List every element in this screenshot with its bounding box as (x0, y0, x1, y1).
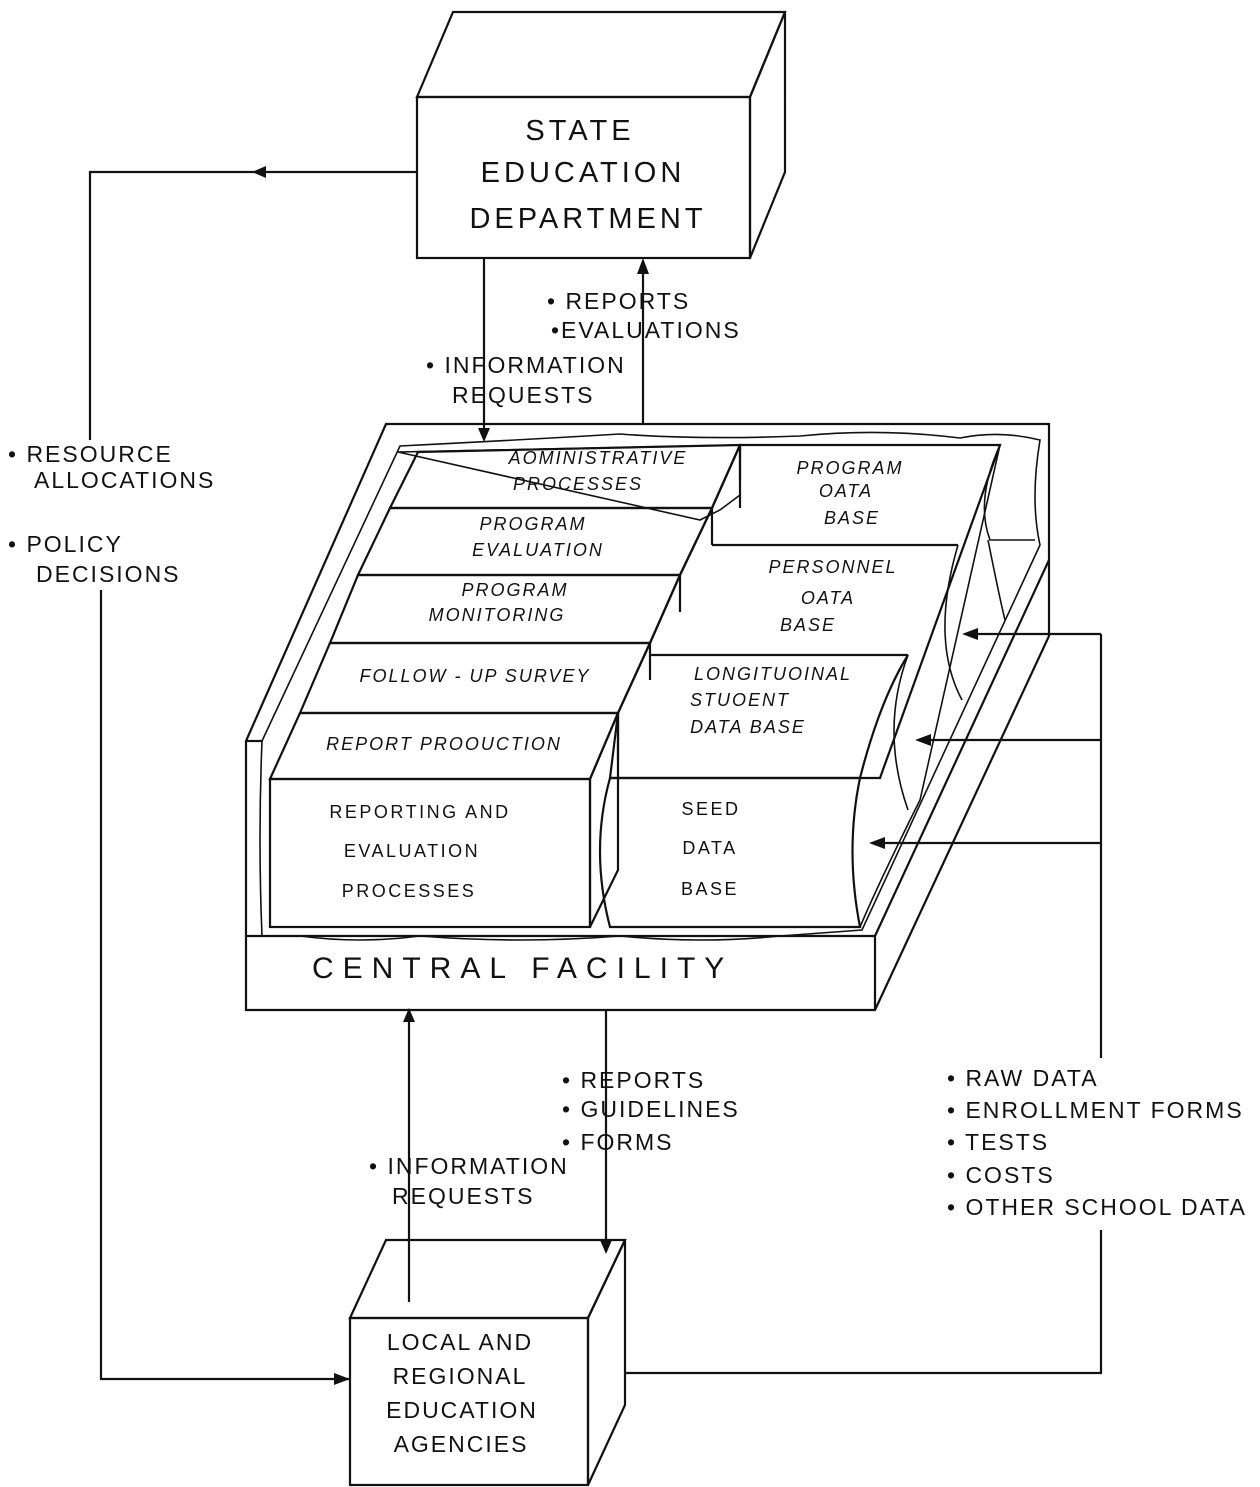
program-data-base-line-2: OATA (819, 481, 873, 501)
label-state-reports-2: •EVALUATIONS (551, 317, 741, 343)
module-report-production: REPORT PROOUCTION (326, 734, 562, 754)
module-monitoring-line-1: PROGRAM (461, 580, 568, 600)
state-box-line-3: DEPARTMENT (469, 203, 706, 235)
label-raw-data-3: • TESTS (947, 1129, 1049, 1155)
arrow-info-requests-down (478, 428, 490, 442)
reporting-evaluation-line-2: EVALUATION (344, 841, 480, 861)
state-box-line-1: STATE (525, 115, 634, 147)
arrow-reports-up (637, 258, 649, 274)
label-raw-data-4: • COSTS (947, 1162, 1055, 1188)
personnel-data-base-line-3: BASE (780, 615, 836, 635)
module-evaluation-line-1: PROGRAM (479, 514, 586, 534)
longitudinal-data-base-line-1: LONGITUOINAL (694, 664, 852, 684)
longitudinal-data-base-line-2: STUOENT (690, 690, 790, 710)
program-data-base-line-1: PROGRAM (796, 458, 903, 478)
right-database-stack: PROGRAM OATA BASE PERSONNEL OATA BASE LO… (600, 445, 1035, 927)
left-module-stack: AOMINISTRATIVE PROCESSES PROGRAM EVALUAT… (270, 445, 740, 927)
seed-data-base-line-3: BASE (681, 879, 739, 899)
arrow-raw-data-2 (915, 734, 931, 746)
label-policy-2: DECISIONS (36, 561, 181, 587)
personnel-data-base-line-2: OATA (801, 588, 855, 608)
local-box-line-2: REGIONAL (393, 1363, 528, 1389)
label-local-reports-2: • GUIDELINES (562, 1096, 740, 1122)
label-local-requests-1: • INFORMATION (369, 1153, 569, 1179)
local-box-line-4: AGENCIES (394, 1431, 529, 1457)
state-education-department-box: STATE EDUCATION DEPARTMENT (417, 12, 785, 258)
label-local-reports-3: • FORMS (562, 1129, 674, 1155)
program-data-base-line-3: BASE (824, 508, 880, 528)
flow-labels: • REPORTS •EVALUATIONS • INFORMATION REQ… (8, 288, 1247, 1220)
module-administrative-line-2: PROCESSES (513, 474, 643, 494)
label-state-requests-1: • INFORMATION (426, 352, 626, 378)
label-state-requests-2: REQUESTS (452, 382, 595, 408)
arrow-local-reports-down (600, 1240, 612, 1254)
label-policy-1: • POLICY (8, 531, 123, 557)
local-box-line-3: EDUCATION (386, 1397, 538, 1423)
label-raw-data-1: • RAW DATA (947, 1065, 1099, 1091)
arrow-raw-data-1 (962, 628, 978, 640)
reporting-evaluation-line-3: PROCESSES (342, 881, 477, 901)
state-box-line-2: EDUCATION (481, 157, 686, 189)
local-box-line-1: LOCAL AND (387, 1329, 533, 1355)
central-facility: CENTRAL FACILITY (246, 424, 1049, 1010)
label-state-reports-1: • REPORTS (547, 288, 690, 314)
module-monitoring-line-2: MONITORING (429, 605, 566, 625)
reporting-evaluation-line-1: REPORTING AND (329, 802, 510, 822)
label-local-requests-2: REQUESTS (392, 1183, 535, 1209)
label-raw-data-5: • OTHER SCHOOL DATA (947, 1194, 1247, 1220)
seed-data-base-line-2: DATA (682, 838, 737, 858)
label-resource-2: ALLOCATIONS (34, 467, 215, 493)
personnel-data-base-line-1: PERSONNEL (768, 557, 897, 577)
arrow-raw-data-3 (869, 837, 885, 849)
label-raw-data-2: • ENROLLMENT FORMS (947, 1097, 1244, 1123)
local-regional-agencies-box: LOCAL AND REGIONAL EDUCATION AGENCIES (350, 1240, 625, 1485)
longitudinal-data-base-line-3: DATA BASE (690, 717, 806, 737)
seed-data-base-line-1: SEED (681, 799, 740, 819)
module-evaluation-line-2: EVALUATION (472, 540, 604, 560)
module-administrative-line-1: AOMINISTRATIVE (508, 448, 688, 468)
module-follow-up-survey: FOLLOW - UP SURVEY (359, 666, 590, 686)
arrow-resource-left (252, 166, 266, 178)
arrow-policy-right (334, 1373, 350, 1385)
label-local-reports-1: • REPORTS (562, 1067, 705, 1093)
central-facility-label: CENTRAL FACILITY (312, 952, 733, 985)
label-resource-1: • RESOURCE (8, 441, 173, 467)
